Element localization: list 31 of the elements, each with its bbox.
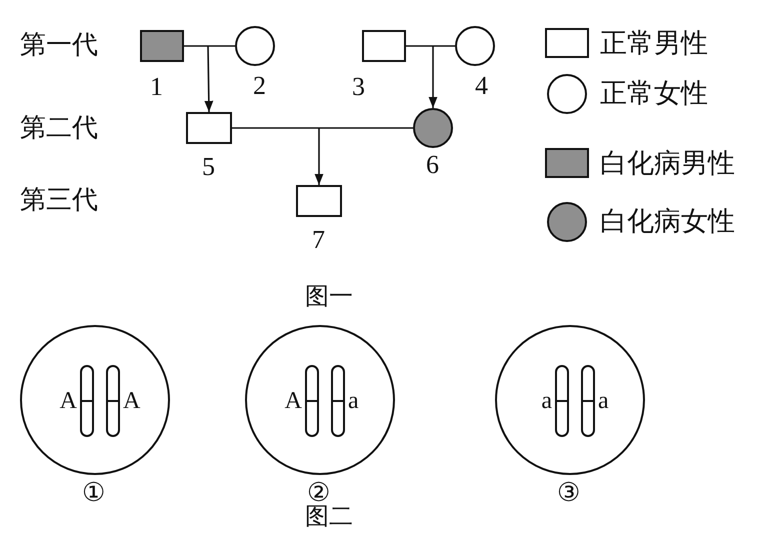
generation-label: 第三代 bbox=[20, 187, 98, 213]
cell-number: ② bbox=[307, 480, 330, 506]
marriage-line bbox=[232, 127, 413, 129]
figure-caption: 图一 bbox=[305, 285, 353, 309]
allele-label: a bbox=[541, 389, 552, 413]
arrow bbox=[428, 46, 438, 108]
cell-number: ③ bbox=[557, 480, 580, 506]
individual-number: 1 bbox=[150, 74, 163, 100]
allele-label: a bbox=[598, 389, 609, 413]
generation-label: 第二代 bbox=[20, 115, 98, 141]
legend-label: 正常男性 bbox=[600, 30, 708, 57]
individual-number: 4 bbox=[475, 73, 488, 99]
marriage-line bbox=[406, 45, 455, 47]
arrow bbox=[204, 46, 214, 112]
individual-number: 7 bbox=[312, 227, 325, 253]
individual-number: 6 bbox=[426, 152, 439, 178]
arrow bbox=[314, 128, 324, 185]
cell-number: ① bbox=[82, 480, 105, 506]
legend-label: 正常女性 bbox=[600, 80, 708, 107]
individual-number: 3 bbox=[352, 74, 365, 100]
individual-number: 5 bbox=[202, 154, 215, 180]
marriage-line bbox=[184, 45, 235, 47]
figure-caption: 图二 bbox=[305, 505, 353, 529]
legend-label: 白化病女性 bbox=[600, 208, 735, 235]
allele-label: A bbox=[123, 389, 140, 413]
generation-label: 第一代 bbox=[20, 32, 98, 58]
allele-label: a bbox=[348, 389, 359, 413]
individual-number: 2 bbox=[253, 73, 266, 99]
legend-label: 白化病男性 bbox=[600, 150, 735, 177]
allele-label: A bbox=[284, 389, 302, 413]
allele-label: A bbox=[60, 389, 77, 413]
